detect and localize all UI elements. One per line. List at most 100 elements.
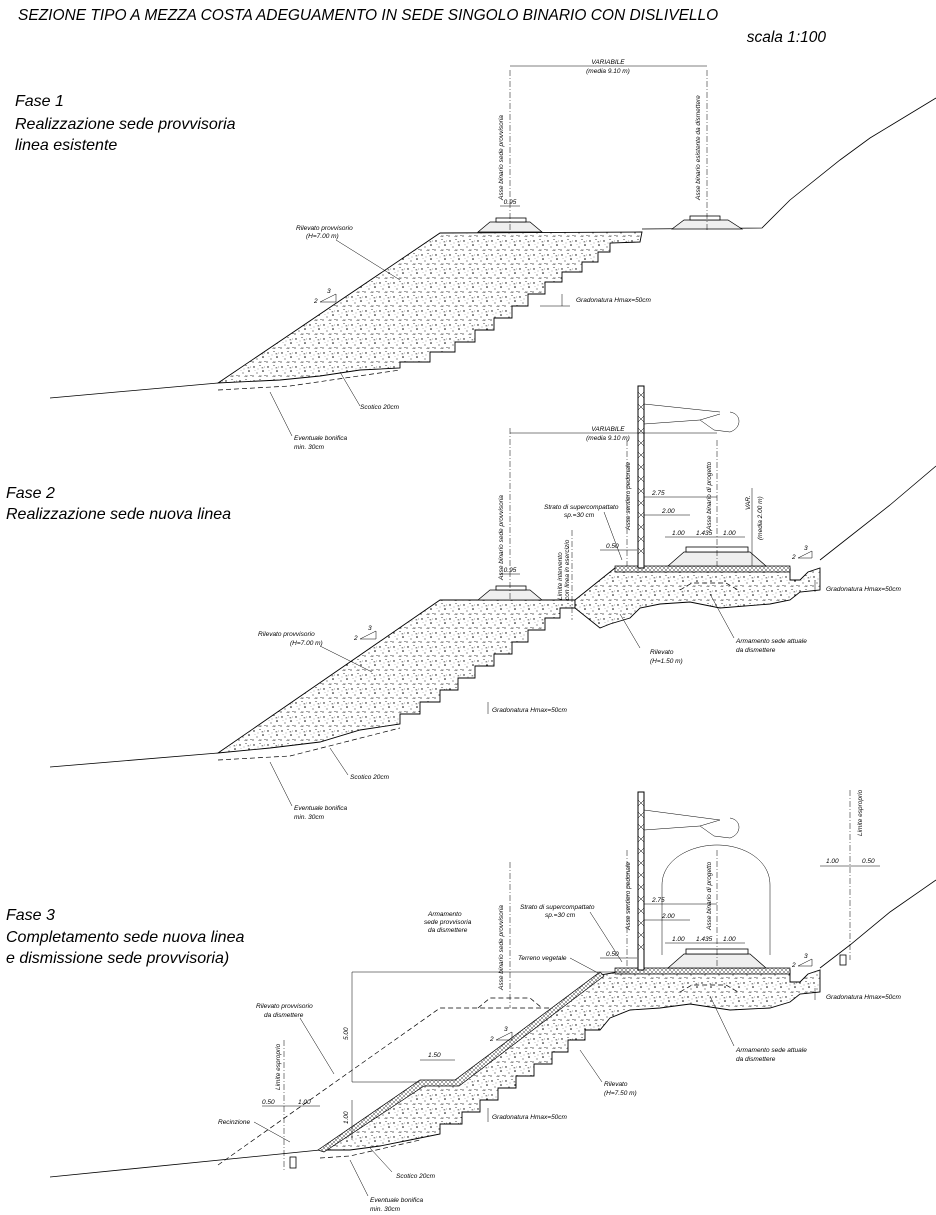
leader-strato [603,511,623,561]
scotico-line [217,369,401,391]
leader-scotico [369,1147,393,1173]
slope-triangle [495,1031,513,1041]
label-variabile: VARIABILE [591,426,625,433]
label-dim-100a: 1.00 [672,936,685,943]
catenary-arm [643,403,740,433]
label-bonifica-min: min. 30cm [294,444,325,451]
label-dim-100v: 1.00 [343,1111,350,1124]
embankment-new-line [574,567,821,629]
label-rilevato-h: (H=7.50 m) [604,1090,637,1097]
leader-rilevato-dism [299,1017,335,1075]
label-media: (media 9.10 m) [586,68,630,75]
label-terreno: Terreno vegetale [518,955,567,962]
leader-armamento [709,995,735,1047]
label-armamento-2: da dismettere [736,647,776,654]
label-axis-existing: Asse binario esistente da dismettere [695,95,702,201]
ground-line-uphill [641,97,936,230]
phase-1-description-2: linea esistente [15,137,117,154]
label-dim-150: 1.50 [428,1052,441,1059]
ground-line-uphill [819,465,936,561]
label-rilevato: Rilevato provvisorio [258,631,315,638]
label-bonifica: Eventuale bonifica [294,435,348,442]
catenary-arm [643,809,740,839]
label-dim-100b: 1.00 [723,530,736,537]
label-axis-provisional: Asse binario sede provvisoria [498,905,505,991]
topsoil-layer [317,971,605,1153]
catenary-pole [637,385,645,569]
leader-rilevato-new [619,613,641,649]
label-var: VAR. [745,495,752,510]
leader-rilevato [579,1049,603,1083]
leader-scotico [329,747,349,776]
ground-line-uphill [819,879,936,969]
drawing-title: SEZIONE TIPO A MEZZA COSTA ADEGUAMENTO I… [18,7,718,24]
scotico-line [319,1139,421,1159]
slope-triangle-right [797,958,813,967]
phase-3-section: Fase 3 Completamento sede nuova linea e … [6,789,936,1213]
slope-triangle-right [797,550,813,559]
slope-triangle [359,630,377,640]
catenary-pole-lattice [637,391,645,555]
label-axis-provisional: Asse binario sede provvisoria [498,115,505,201]
label-armamento-provv: Armamento [427,911,462,918]
leader-rilevato [319,645,373,673]
slope-v: 2 [353,635,358,642]
label-limite: Limite intervento [557,552,564,600]
leader-rilevato [335,239,401,281]
label-armamento: Armamento sede attuale [735,638,807,645]
ground-line [49,1149,321,1178]
label-axis-provisional: Asse binario sede provvisoria [498,495,505,581]
label-dim-1435: 1.435 [696,936,713,943]
label-rilevato: Rilevato provvisorio [296,225,353,232]
rail-provisional [495,585,527,591]
scotico-line [217,727,401,761]
label-gradonatura: Gradonatura Hmax=50cm [576,297,652,304]
label-gradonatura: Gradonatura Hmax=50cm [492,1114,568,1121]
label-dim-500: 5.00 [343,1027,350,1040]
slope-v-right: 2 [791,554,796,561]
embankment-provisional [216,231,643,384]
label-dim-100a: 1.00 [672,530,685,537]
label-limite-esproprio-right: Limite esproprio [857,789,864,836]
label-scotico: Scotico 20cm [396,1173,436,1180]
slope-v: 2 [489,1036,494,1043]
catenary-pole-lattice [637,799,645,951]
label-axis-footpath: Asse sentiero pedonale [625,462,632,531]
label-rilevato-dism: Rilevato provvisorio [256,1003,313,1010]
embankment-final [318,969,821,1151]
label-dim-100-left: 1.00 [298,1099,311,1106]
slope-h: 3 [504,1026,508,1033]
label-bonifica-min: min. 30cm [370,1206,401,1213]
leader-bonifica [269,391,293,437]
label-bonifica-min: min. 30cm [294,814,325,821]
phase-1-section: Fase 1 Realizzazione sede provvisoria li… [15,59,936,451]
slope-v-right: 2 [791,962,796,969]
label-rilevato-h: (H=7.00 m) [306,233,339,240]
slope-h: 3 [368,625,372,632]
leader-bonifica [269,761,293,807]
label-rilevato-new: Rilevato [650,649,674,656]
label-dim-200: 2.00 [661,913,675,920]
label-axis-footpath: Asse sentiero pedonale [625,862,632,931]
phase-1-description-1: Realizzazione sede provvisoria [15,116,236,133]
leader-recinzione [253,1121,291,1143]
label-dim-100b: 1.00 [723,936,736,943]
label-armamento-provv-3: da dismettere [428,927,468,934]
label-rilevato: Rilevato [604,1081,628,1088]
label-scotico: Scotico 20cm [360,404,400,411]
label-scotico: Scotico 20cm [350,774,390,781]
slope-v: 2 [313,298,318,305]
label-dim-050: 0.50 [606,543,619,550]
leader-terreno [569,957,601,975]
catenary-pole [637,791,645,971]
label-axis-project: Asse binario di progetto [706,861,713,931]
phase-3-heading: Fase 3 [6,907,55,924]
slope-triangle [319,293,337,303]
label-strato: Strato di supercompattato [544,504,619,511]
phase-3-description-1: Completamento sede nuova linea [6,929,244,946]
label-media: (media 9.10 m) [586,435,630,442]
label-dim-100-right: 1.00 [826,858,839,865]
phase-2-description-1: Realizzazione sede nuova linea [6,506,231,523]
label-dim-200: 2.00 [661,508,675,515]
